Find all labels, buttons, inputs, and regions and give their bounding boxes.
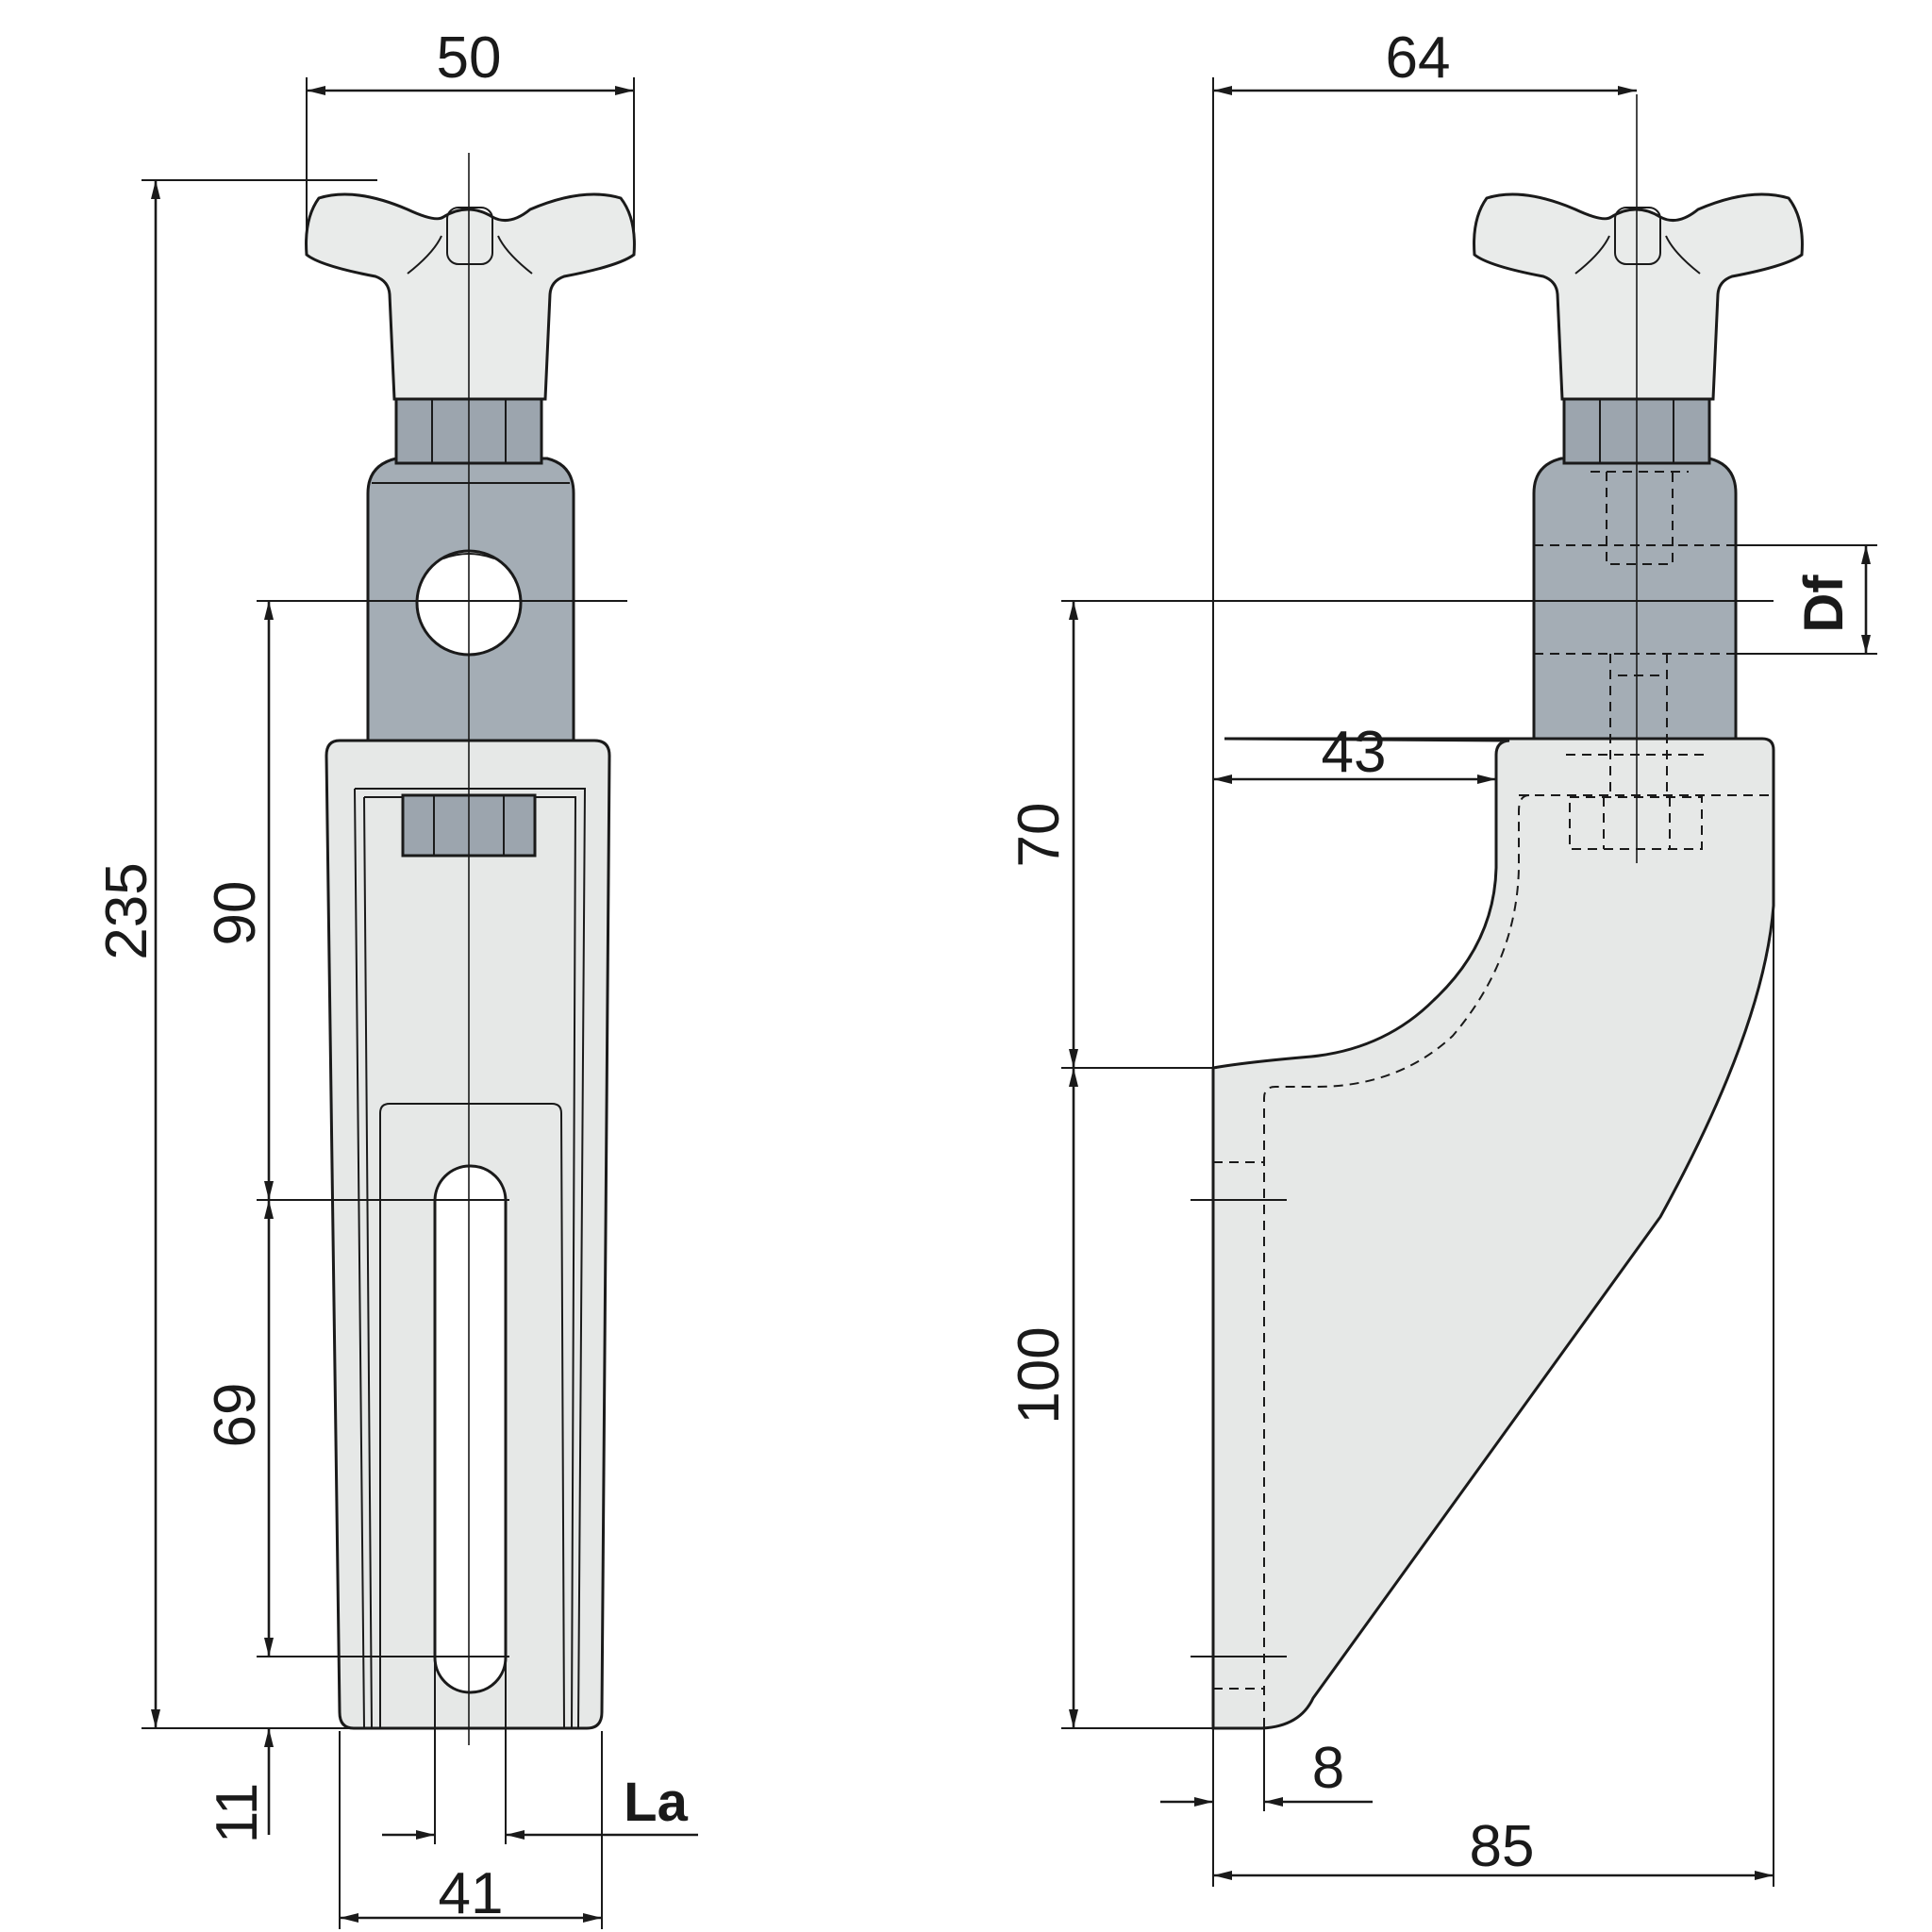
side-view	[1191, 94, 1804, 1730]
front-slot	[433, 1164, 508, 1694]
dim-235: 235	[94, 862, 159, 959]
dim-85: 85	[1470, 1814, 1535, 1879]
side-dimensions: 64 Df 43 70 100 8 85	[1007, 25, 1877, 1887]
dim-64: 64	[1386, 25, 1451, 91]
dim-69: 69	[203, 1383, 268, 1448]
dim-la: La	[624, 1772, 688, 1833]
side-hidden-nut	[1569, 796, 1703, 850]
dim-df: Df	[1793, 575, 1855, 633]
side-hidden-bolt	[1534, 471, 1736, 797]
dim-43: 43	[1322, 720, 1387, 785]
dim-90: 90	[203, 881, 268, 946]
dim-70: 70	[1007, 803, 1072, 868]
side-star-knob	[1473, 192, 1804, 401]
side-clamp-block	[1532, 457, 1738, 741]
dim-50: 50	[437, 25, 502, 91]
dim-8: 8	[1312, 1736, 1344, 1801]
dim-11: 11	[205, 1783, 270, 1843]
front-star-knob	[305, 192, 636, 401]
side-bracket	[1211, 737, 1775, 1730]
front-knob-boss	[446, 207, 493, 265]
front-body-inner-frame	[354, 788, 587, 1729]
dim-41: 41	[439, 1861, 504, 1926]
dim-100: 100	[1007, 1326, 1072, 1424]
side-hidden-contour	[1263, 794, 1772, 1728]
front-slot-frame	[379, 1103, 565, 1729]
side-knob-boss	[1614, 207, 1661, 265]
front-view	[305, 153, 636, 1745]
front-dimensions: 50 235 90 69 11 La 41	[94, 25, 698, 1929]
